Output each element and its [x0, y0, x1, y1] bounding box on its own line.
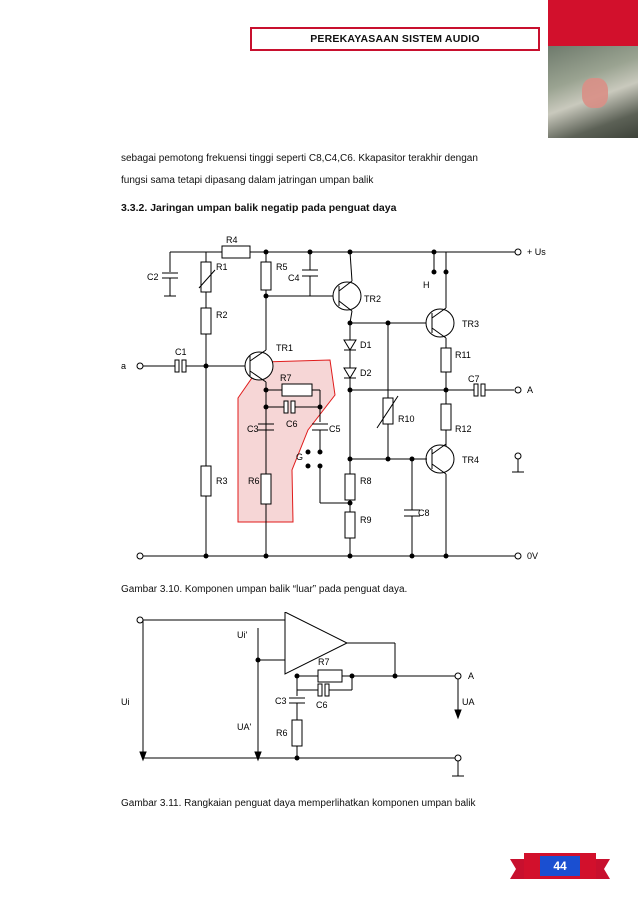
label-c3-fig2: C3	[275, 696, 287, 706]
label-r11: R11	[455, 350, 471, 360]
label-c1: C1	[175, 347, 187, 357]
label-c5: C5	[329, 424, 341, 434]
label-g: G	[296, 452, 303, 462]
header-title: PEREKAYASAAN SISTEM AUDIO	[310, 33, 480, 45]
label-0v: 0V	[527, 551, 538, 561]
label-r8: R8	[360, 476, 372, 486]
label-r6-fig2: R6	[276, 728, 288, 738]
label-a-in: a	[121, 361, 126, 371]
label-c7: C7	[468, 374, 480, 384]
paragraph-line-1: sebagai pemotong frekuensi tinggi sepert…	[121, 153, 478, 164]
label-us: + Us	[527, 247, 546, 257]
label-r10: R10	[398, 414, 415, 424]
label-tr2: TR2	[364, 294, 381, 304]
corner-decoration	[548, 0, 638, 46]
label-c6-fig2: C6	[316, 700, 328, 710]
page-number-badge: 44	[510, 853, 610, 879]
label-tr3: TR3	[462, 319, 479, 329]
figure-3-11-caption: Gambar 3.11. Rangkaian penguat daya memp…	[121, 798, 476, 809]
label-ui: Ui	[121, 697, 130, 707]
label-ua: UA	[462, 697, 475, 707]
header-photo-detail	[582, 78, 608, 108]
section-heading: 3.3.2. Jaringan umpan balik negatip pada…	[121, 202, 397, 214]
label-c4: C4	[288, 273, 300, 283]
figure-3-10-caption: Gambar 3.10. Komponen umpan balik “luar”…	[121, 584, 408, 595]
label-d1: D1	[360, 340, 372, 350]
label-tr1: TR1	[276, 343, 293, 353]
label-ua-prime: UA'	[237, 722, 252, 732]
label-r7-fig2: R7	[318, 657, 330, 667]
label-r1: R1	[216, 262, 228, 272]
header-title-box: PEREKAYASAAN SISTEM AUDIO	[250, 27, 540, 51]
label-a-fig2: A	[468, 671, 474, 681]
label-r4: R4	[226, 235, 238, 245]
label-tr4: TR4	[462, 455, 479, 465]
label-r3: R3	[216, 476, 228, 486]
label-a-out: A	[527, 385, 533, 395]
label-r2: R2	[216, 310, 228, 320]
label-ui-prime: Ui'	[237, 630, 247, 640]
label-r12: R12	[455, 424, 472, 434]
label-c2: C2	[147, 272, 159, 282]
figure-3-10-circuit: R4 R1 R2 R3 R5 R6 R7 R8 R9 R10 R11 R12 C…	[121, 235, 546, 561]
label-c6: C6	[286, 419, 298, 429]
label-r9: R9	[360, 515, 372, 525]
label-r5: R5	[276, 262, 288, 272]
label-r6: R6	[248, 476, 260, 486]
label-c8: C8	[418, 508, 430, 518]
page-number: 44	[553, 859, 567, 873]
label-d2: D2	[360, 368, 372, 378]
paragraph-line-2: fungsi sama tetapi dipasang dalam jatrin…	[121, 175, 374, 186]
label-r7: R7	[280, 373, 292, 383]
figure-3-11-circuit: Ui' Ui UA' UA R7 C3 C6 R6 A	[121, 612, 475, 777]
label-c3: C3	[247, 424, 259, 434]
label-h: H	[423, 280, 430, 290]
